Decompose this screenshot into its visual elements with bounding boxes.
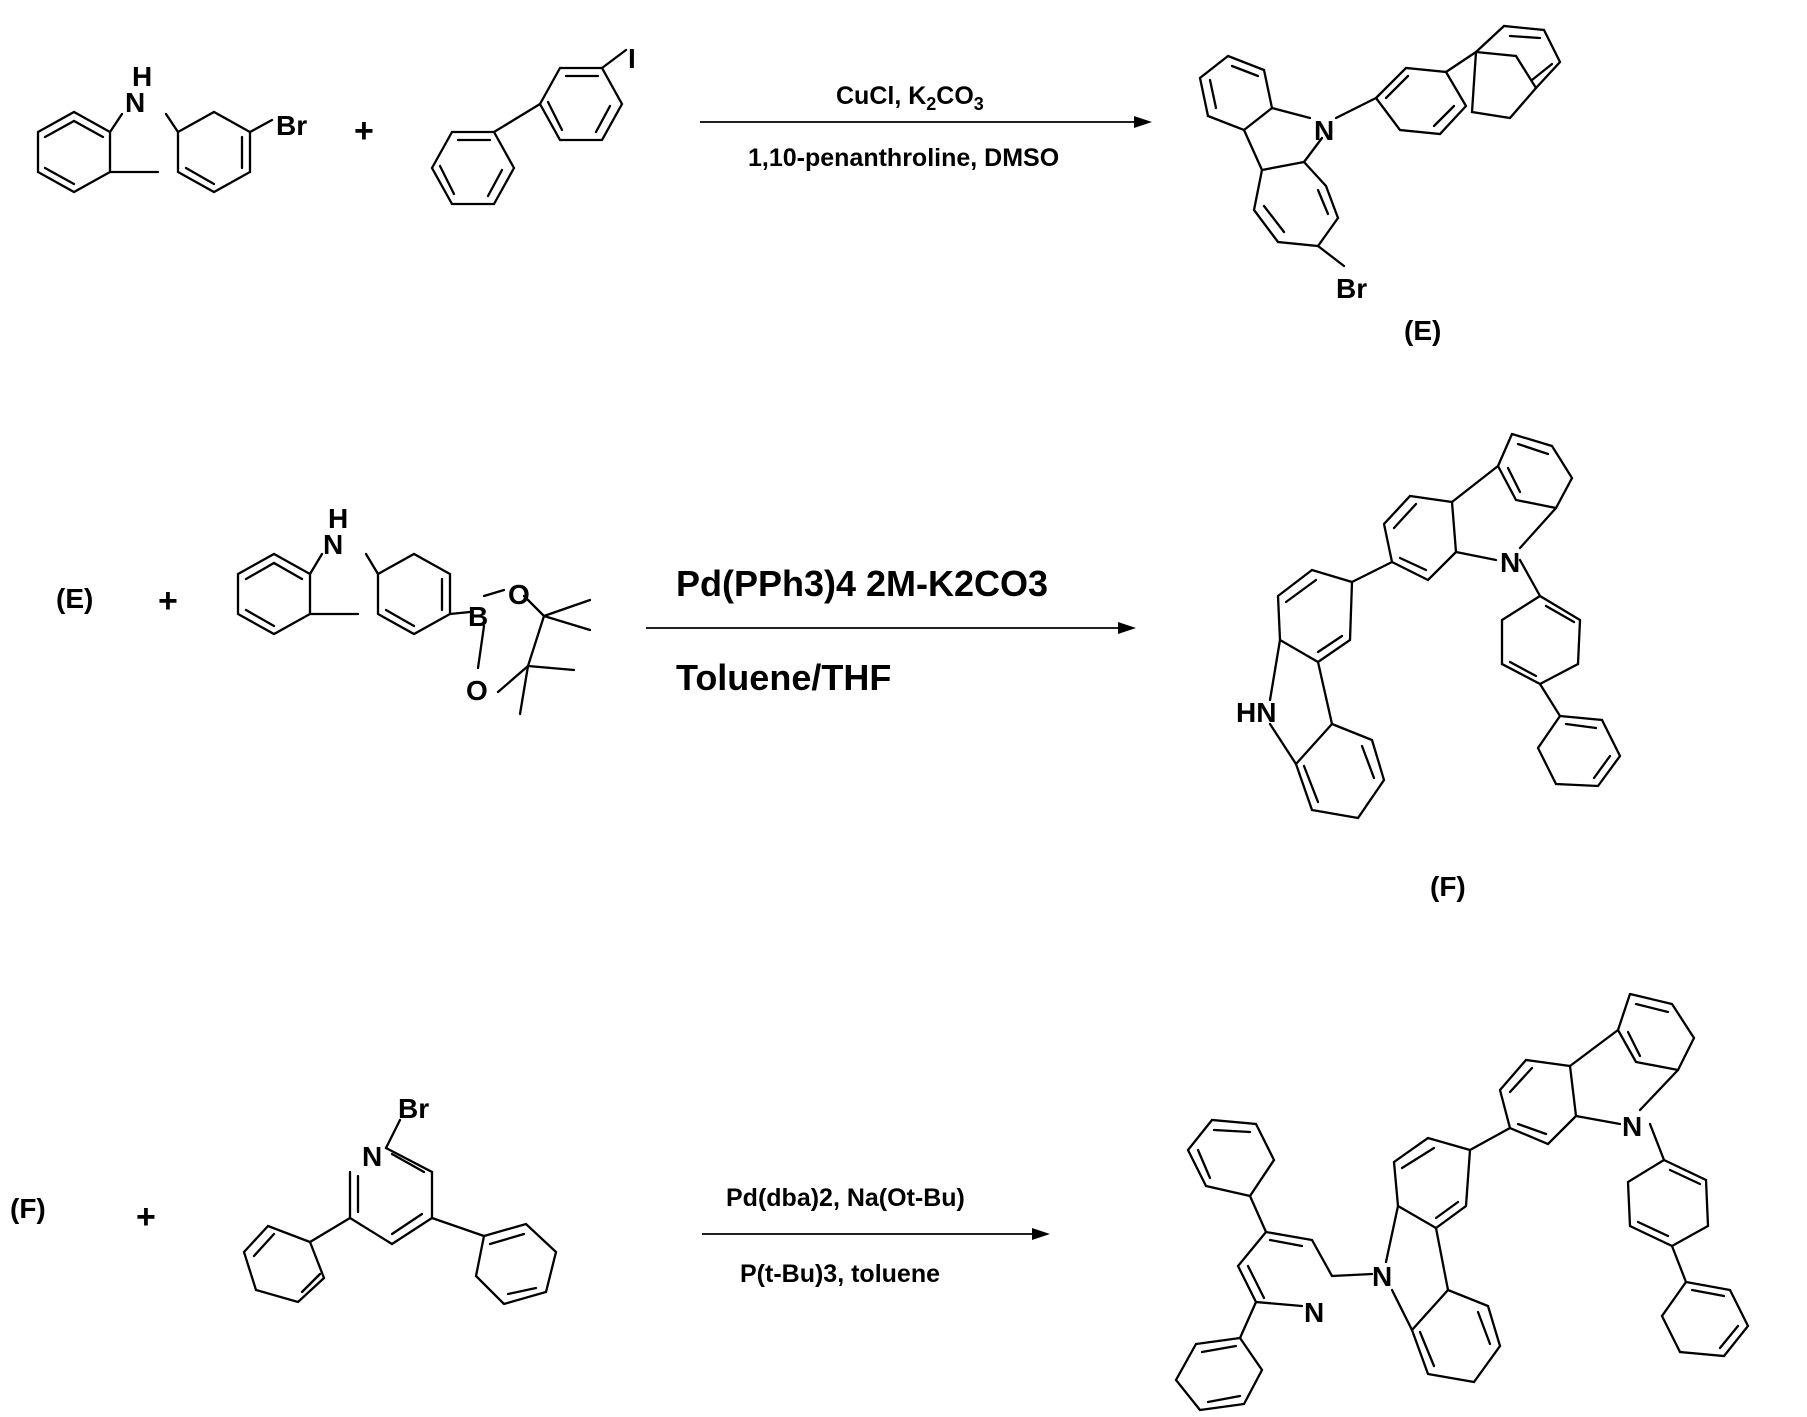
reaction-arrow-3 bbox=[702, 1228, 1050, 1240]
atom-o: O bbox=[466, 675, 488, 706]
row-3: (F) + Br N Pd(dba)2, Na(Ot-Bu) P(t-Bu)3 bbox=[10, 994, 1748, 1410]
atom-n: N bbox=[1622, 1111, 1642, 1142]
atom-o: O bbox=[508, 579, 530, 610]
reagents-2-line-1: Pd(PPh3)4 2M-K2CO3 bbox=[676, 563, 1048, 604]
atom-br: Br bbox=[1336, 273, 1367, 304]
plus-sign: + bbox=[158, 582, 178, 620]
plus-sign: + bbox=[354, 112, 374, 150]
atom-n: N bbox=[125, 87, 145, 118]
molecule-carbazole-bpin: H N B O O bbox=[238, 503, 590, 714]
molecule-e: N Br bbox=[1200, 26, 1560, 304]
reaction-arrow-1 bbox=[700, 116, 1152, 128]
label-f: (F) bbox=[1430, 871, 1466, 902]
label-e: (E) bbox=[1404, 315, 1441, 346]
atom-n: N bbox=[1372, 1261, 1392, 1292]
atom-i: I bbox=[628, 43, 636, 74]
reaction-arrow-2 bbox=[646, 622, 1136, 634]
reagents-1-line-1: CuCl, K2CO3 bbox=[836, 82, 984, 114]
atom-br: Br bbox=[276, 110, 307, 141]
atom-n: N bbox=[1500, 547, 1520, 578]
atom-br: Br bbox=[398, 1093, 429, 1124]
molecule-bromodiphenylpyridine: Br N bbox=[244, 1093, 556, 1304]
atom-hn: HN bbox=[1236, 697, 1276, 728]
reagents-3-line-2: P(t-Bu)3, toluene bbox=[740, 1260, 940, 1288]
molecule-4-iodobiphenyl: I bbox=[432, 43, 636, 204]
row-1: H N Br + I CuCl, K2CO3 1,10-penanthrolin… bbox=[38, 26, 1560, 346]
atom-n: N bbox=[362, 1141, 382, 1172]
atom-n: N bbox=[323, 529, 343, 560]
atom-b: B bbox=[468, 601, 488, 632]
molecule-f: N HN bbox=[1236, 434, 1620, 818]
reagents-1-line-2: 1,10-penanthroline, DMSO bbox=[748, 144, 1059, 172]
label-f-start: (F) bbox=[10, 1193, 46, 1224]
reagents-3-line-1: Pd(dba)2, Na(Ot-Bu) bbox=[726, 1184, 965, 1212]
atom-n: N bbox=[1304, 1297, 1324, 1328]
atom-n: N bbox=[1314, 115, 1334, 146]
plus-sign: + bbox=[136, 1198, 156, 1236]
label-e-start: (E) bbox=[56, 583, 93, 614]
molecule-final-product: N N N bbox=[1176, 994, 1748, 1410]
row-2: (E) + H N B O O bbox=[56, 434, 1620, 902]
reagents-2-line-2: Toluene/THF bbox=[676, 657, 891, 698]
molecule-2-bromocarbazole: H N Br bbox=[38, 61, 307, 192]
